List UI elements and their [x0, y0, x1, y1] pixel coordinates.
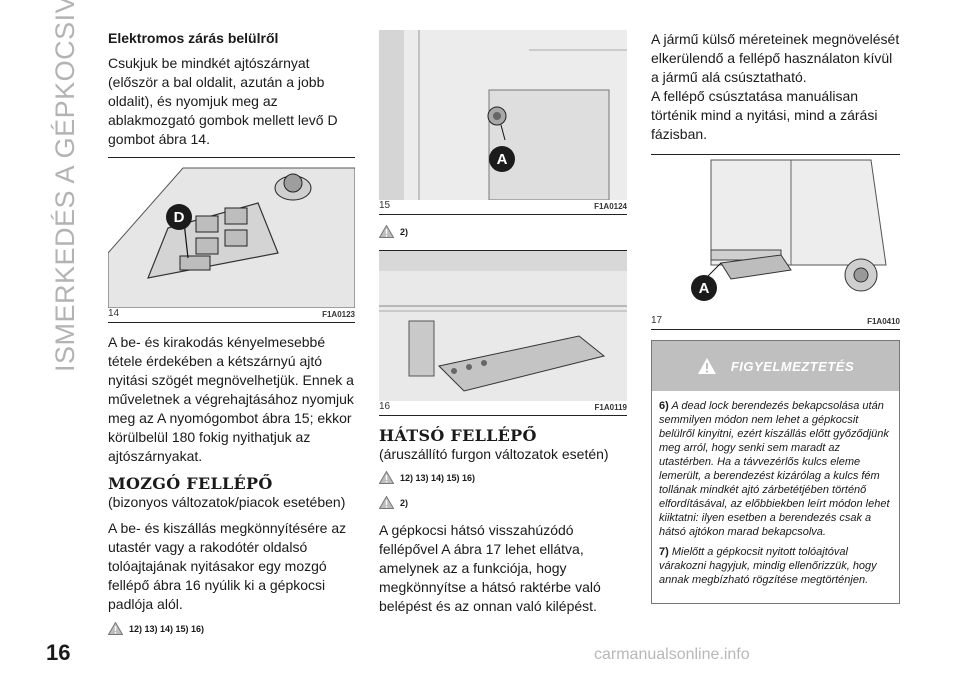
door-button-image	[379, 30, 627, 200]
warning-refs: 2)	[379, 225, 627, 238]
figure-code: F1A0124	[594, 202, 627, 211]
section-heading: Elektromos zárás belülről	[108, 30, 279, 46]
paragraph: Csukjuk be mindkét ajtószárnyat (először…	[108, 55, 338, 147]
section-subtitle: (áruszállító furgon változatok esetén)	[379, 446, 609, 462]
figure-number: 14	[108, 308, 120, 319]
figure-code: F1A0119	[594, 403, 627, 412]
figure-17: A 17 F1A0410	[651, 154, 900, 330]
section-title: MOZGÓ FELLÉPŐ	[108, 474, 273, 493]
warning-triangle-icon	[379, 496, 394, 509]
section-title: HÁTSÓ FELLÉPŐ	[379, 426, 537, 445]
figure-14: D 14 F1A0123	[108, 157, 355, 323]
warning-title: FIGYELMEZTETÉS	[730, 358, 855, 374]
figure-number: 16	[379, 401, 391, 412]
callout-a: A	[691, 275, 717, 301]
figure-caption: 14 F1A0123	[108, 308, 355, 322]
warning-item: 7) Mielőtt a gépkocsit nyitott tolóajtóv…	[659, 545, 892, 587]
figure-caption: 17 F1A0410	[651, 315, 900, 329]
figure-15: A 15 F1A0124	[379, 30, 627, 215]
column-1: Elektromos zárás belülről Csukjuk be min…	[108, 30, 355, 647]
rear-step-image	[651, 155, 900, 315]
warning-item-number: 7)	[659, 546, 669, 558]
warning-refs: 12) 13) 14) 15) 16)	[108, 622, 355, 635]
figure-code: F1A0123	[322, 310, 355, 319]
figure-number: 17	[651, 315, 663, 326]
warning-triangle-icon	[108, 622, 123, 635]
side-chapter-title: ISMERKEDÉS A GÉPKOCSIVAL	[50, 0, 80, 372]
paragraph: A be- és kiszállás megkönnyítésére az ut…	[108, 520, 347, 612]
column-2: A 15 F1A0124 2) 16 F1A0119 HÁTSÓ FELLÉPŐ…	[379, 30, 627, 624]
refs-text: 2)	[400, 497, 409, 508]
warning-box: FIGYELMEZTETÉS 6) A dead lock berendezés…	[651, 340, 900, 604]
refs-text: 12) 13) 14) 15) 16)	[400, 472, 476, 483]
column-3: A jármű külső méreteinek megnövelését el…	[651, 30, 900, 604]
side-step-image	[379, 251, 627, 401]
figure-16: 16 F1A0119	[379, 250, 627, 416]
warning-refs: 12) 13) 14) 15) 16)	[379, 471, 627, 484]
paragraph: A jármű külső méreteinek megnövelését el…	[651, 31, 900, 85]
warning-triangle-icon	[379, 471, 394, 484]
warning-header: FIGYELMEZTETÉS	[652, 341, 899, 391]
paragraph: A gépkocsi hátsó visszahúzódó fellépővel…	[379, 522, 601, 614]
paragraph: A be- és kirakodás kényelmesebbé tétele …	[108, 334, 354, 464]
warning-item-text: Mielőtt a gépkocsit nyitott tolóajtóval …	[659, 546, 877, 586]
warning-item: 6) A dead lock berendezés bekapcsolása u…	[659, 399, 892, 539]
page-number: 16	[46, 640, 71, 665]
window-switch-panel-image	[108, 158, 355, 308]
section-subtitle: (bizonyos változatok/piacok esetében)	[108, 494, 346, 510]
callout-d: D	[166, 204, 192, 230]
warning-item-text: A dead lock berendezés bekapcsolása után…	[659, 400, 890, 538]
figure-code: F1A0410	[867, 317, 900, 326]
refs-text: 2)	[400, 226, 409, 237]
warning-triangle-icon	[379, 225, 394, 238]
warning-body: 6) A dead lock berendezés bekapcsolása u…	[652, 391, 899, 603]
paragraph: A fellépő csúsztatása manuálisan történi…	[651, 88, 878, 142]
figure-caption: 15 F1A0124	[379, 200, 627, 214]
refs-text: 12) 13) 14) 15) 16)	[129, 623, 205, 634]
figure-number: 15	[379, 200, 391, 211]
warning-triangle-icon	[697, 358, 716, 374]
watermark: carmanualsonline.info	[594, 646, 750, 663]
warning-item-number: 6)	[659, 400, 669, 412]
warning-refs: 2)	[379, 496, 627, 509]
figure-caption: 16 F1A0119	[379, 401, 627, 415]
callout-a: A	[489, 146, 515, 172]
